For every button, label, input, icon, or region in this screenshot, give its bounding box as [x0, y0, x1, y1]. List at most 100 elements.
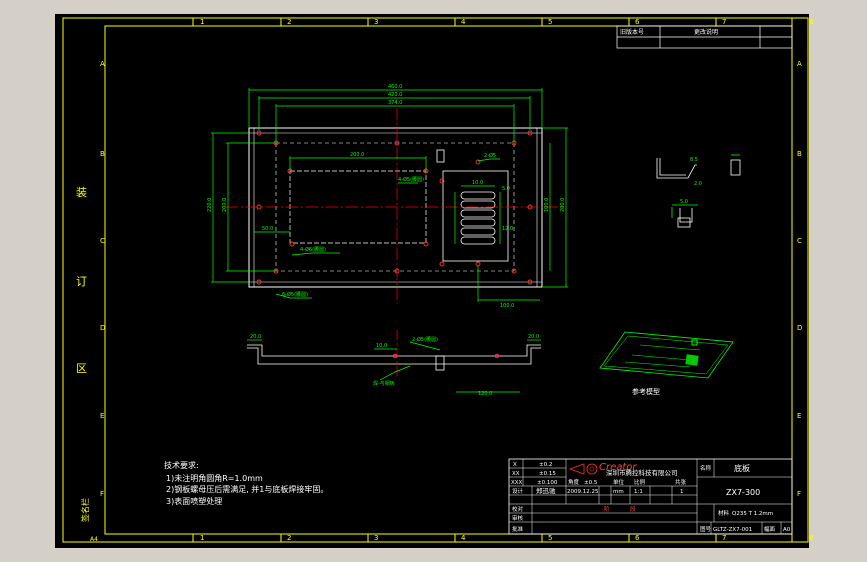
corner-label: A4	[90, 536, 98, 543]
unit-label: 单位	[613, 478, 625, 486]
hole-marker	[527, 204, 533, 210]
hole-marker	[475, 159, 481, 165]
row-letter: B	[100, 150, 105, 158]
plate-outline	[248, 127, 543, 288]
side-dim-2: 2.0	[694, 181, 702, 187]
designer-label: 设计	[512, 487, 524, 495]
drawing-no: GLTZ-ZX7-001	[713, 527, 752, 533]
side-label-area: 区	[76, 362, 87, 375]
hole-marker	[439, 178, 445, 184]
hole-marker	[256, 204, 262, 210]
material-value: Q235 T 1.2mm	[732, 511, 773, 517]
plan-view[interactable]: 460.0 420.0 374.0 200.0 50.0 4-Ø6(腰圆) 6-…	[207, 84, 568, 309]
dim-hole-note-1: 4-Ø6(腰圆)	[300, 246, 326, 253]
design-date: 2009.12.25	[567, 489, 599, 495]
hole-marker	[423, 241, 429, 247]
section-dim-left: 20.0	[250, 334, 261, 340]
dim-fin-pitch: 10.0	[472, 180, 483, 186]
column-number: 4	[461, 18, 466, 26]
row-letter: E	[797, 412, 801, 420]
dimension-lines	[211, 88, 568, 302]
drawing-no-label: 图号	[700, 525, 712, 533]
reference-3d-model[interactable]: 参考模型	[599, 331, 734, 396]
stage-label-a: 阶	[604, 505, 610, 513]
column-number: 3	[374, 18, 378, 26]
column-number: 7	[722, 534, 726, 542]
angle-tol-label: 角度	[568, 478, 580, 486]
fin-window	[442, 170, 509, 262]
column-number: 5	[548, 534, 552, 542]
dim-width-3: 374.0	[388, 100, 402, 106]
row-letter: A	[100, 60, 105, 68]
review-label: 审核	[512, 514, 524, 522]
company-logo: Creator	[568, 462, 637, 475]
scale-label: 比例	[634, 478, 646, 486]
row-letter: D	[797, 324, 802, 332]
title-block[interactable]: Creator X ±0.2 XX ±0.15 XXX ±0.100 角度 ±0…	[508, 458, 793, 535]
column-number: 6	[635, 18, 640, 26]
dim-hole-note-3: 4-Ø5(腰圆)	[398, 176, 424, 183]
section-dim-right: 20.0	[528, 334, 539, 340]
fin-slots	[460, 191, 496, 245]
hole-marker	[439, 261, 445, 267]
dim-inner-slot: 200.0	[350, 152, 364, 158]
column-number: 3	[374, 534, 378, 542]
tech-requirements: 技术要求: 1)未注明角圆角R=1.0mm 2)钢板螺母压后需满足, 并1与底板…	[164, 460, 328, 506]
column-number: 2	[287, 534, 291, 542]
dim-height-2: 200.0	[222, 198, 228, 212]
row-letter: B	[797, 150, 802, 158]
column-number: 5	[548, 18, 552, 26]
outer-border	[62, 17, 809, 543]
row-letter: A	[797, 60, 802, 68]
dim-overall-width: 460.0	[388, 84, 402, 90]
name-label: 名称	[700, 464, 712, 472]
side-label-staple: 订	[76, 275, 87, 288]
tech-item-2: 2)钢板螺母压后需满足, 并1与底板焊接牢固。	[166, 484, 328, 494]
row-letter: C	[100, 237, 105, 245]
approve-label: 批准	[512, 525, 524, 533]
dim-right-offset: 100.0	[544, 198, 550, 212]
section-view[interactable]: 20.0 20.0 10.0 2-Ø5(腰圆) 120.0 焊-与钢板	[247, 330, 541, 397]
company-name: 深圳市腾控科技有限公司	[606, 468, 678, 477]
row-letter: E	[100, 412, 104, 420]
column-number: 1	[200, 18, 204, 26]
part-number: ZX7-300	[726, 488, 760, 497]
row-letter: F	[100, 490, 104, 498]
dim-left-offset: 50.0	[262, 226, 273, 232]
sheets-label: 共张	[675, 478, 687, 486]
section-dim-bottom: 120.0	[478, 391, 492, 397]
revision-block: 旧版本号 更改说明	[616, 25, 793, 49]
column-number: 8	[809, 534, 813, 542]
hole-marker	[527, 130, 533, 136]
hole-marker	[256, 279, 262, 285]
dim-bottom-right: 100.0	[500, 303, 514, 309]
tol-range-x: X	[513, 462, 517, 468]
page-size: A0	[783, 527, 791, 533]
row-labels: A A B B C C D D E E F F	[100, 60, 802, 498]
hole-marker	[511, 268, 517, 274]
angle-tol-value: ±0.5	[584, 480, 598, 486]
side-detail-view[interactable]	[656, 154, 741, 228]
column-number: 7	[722, 18, 726, 26]
tol-value-xxx: ±0.100	[537, 480, 558, 486]
designer-name: 郑迅驰	[536, 486, 556, 495]
tol-value-x: ±0.2	[539, 462, 552, 468]
dim-height-total: 220.0	[207, 198, 213, 212]
revision-col2: 更改说明	[694, 28, 718, 36]
row-letter: C	[797, 237, 802, 245]
stage-label-b: 段	[630, 505, 636, 513]
tol-range-xxx: XXX	[511, 480, 523, 486]
detail-dim: 5.0	[680, 199, 688, 205]
hole-marker	[394, 268, 400, 274]
reference-label: 参考模型	[632, 387, 660, 396]
row-letter: F	[797, 490, 801, 498]
small-slot	[436, 149, 445, 163]
dim-hole-note-2: 6-Ø5(腰圆)	[282, 291, 308, 298]
row-letter: D	[100, 324, 105, 332]
dim-fin-offset: 12.0	[502, 226, 513, 232]
tech-item-1: 1)未注明角圆角R=1.0mm	[166, 473, 263, 483]
side-signature: 签名栏	[80, 498, 90, 522]
